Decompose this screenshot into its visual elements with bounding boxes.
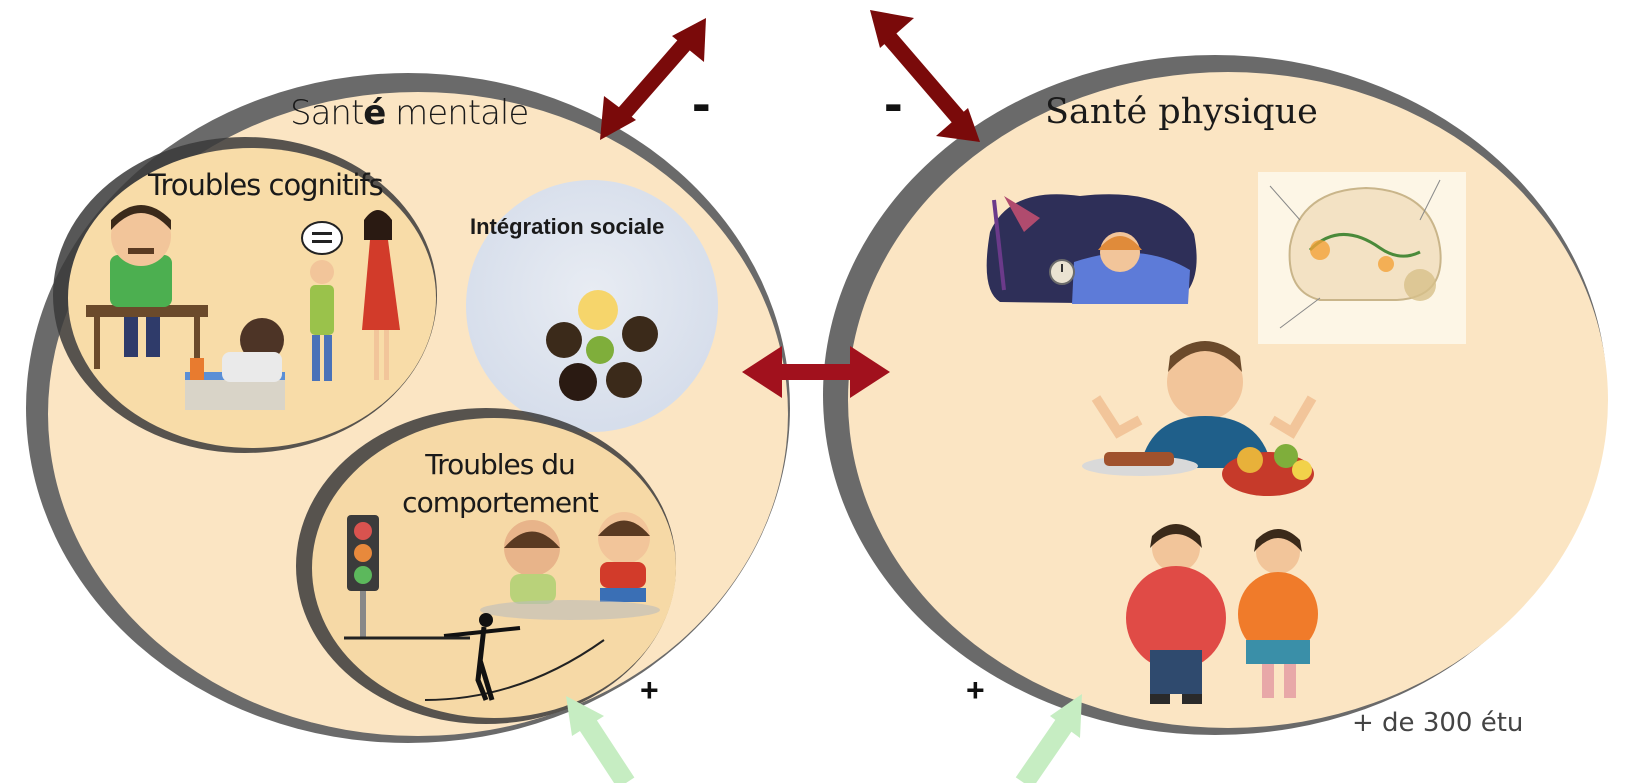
child-talking-illustration bbox=[301, 221, 343, 381]
behavior-troubles-circle bbox=[296, 408, 676, 724]
physical-health-title: Santé physique bbox=[1045, 92, 1318, 132]
studies-footnote: + de 300 étu bbox=[1352, 708, 1524, 738]
boy-with-food-illustration bbox=[1082, 341, 1317, 496]
fighting-kids-illustration bbox=[480, 512, 660, 620]
behavior-troubles-label: Troubles du comportement bbox=[402, 448, 599, 519]
minus-sign-left: - bbox=[692, 71, 711, 134]
woman-illustration bbox=[362, 210, 400, 380]
stressed-man-at-desk-illustration bbox=[86, 205, 208, 369]
traffic-light-icon bbox=[347, 515, 379, 638]
bidirectional-arrow-middle bbox=[742, 346, 890, 398]
plus-sign-right: + bbox=[966, 672, 985, 708]
negative-arrow-left bbox=[600, 18, 706, 140]
tightrope-walker-icon bbox=[344, 613, 605, 701]
alarm-clock-icon bbox=[1049, 259, 1075, 285]
positive-arrow-left bbox=[566, 696, 635, 783]
brain-diagram-illustration bbox=[1258, 172, 1466, 344]
sleeping-student-illustration bbox=[185, 318, 285, 410]
social-integration-label: Intégration sociale bbox=[470, 214, 665, 239]
plus-sign-left: + bbox=[640, 672, 659, 708]
minus-sign-right: - bbox=[884, 71, 903, 134]
children-circle-illustration bbox=[546, 290, 658, 401]
mental-health-title: Santé mentale bbox=[290, 93, 529, 133]
overweight-children-illustration bbox=[1126, 524, 1318, 704]
cognitive-troubles-label: Troubles cognitifs bbox=[148, 168, 384, 202]
positive-arrow-right bbox=[1015, 694, 1082, 783]
sleepless-child-illustration bbox=[986, 194, 1197, 304]
negative-arrow-right bbox=[870, 10, 980, 142]
